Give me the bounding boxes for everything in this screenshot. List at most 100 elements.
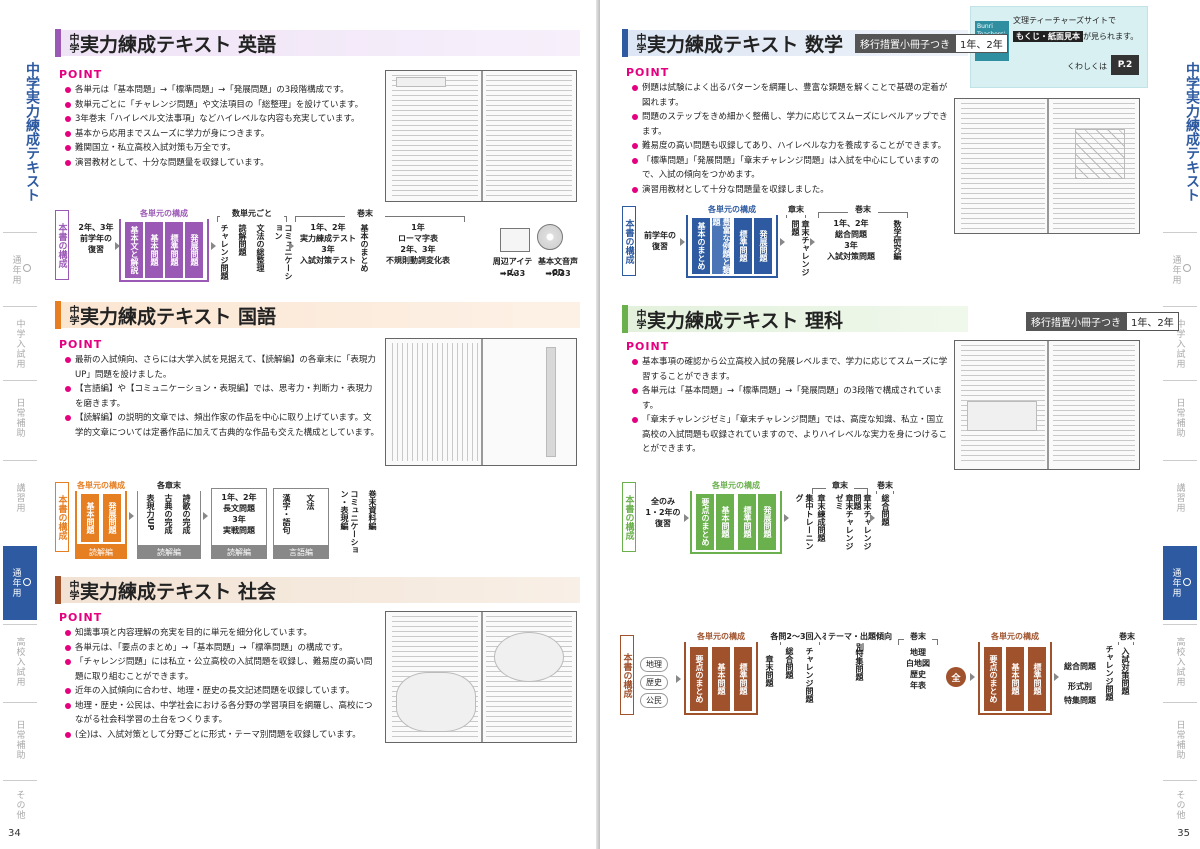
page-number: 35 [1177, 828, 1190, 839]
structure-flow: 本書の構成 2年、3年 前学年の 復習 各単元の構成 基本文と解説 基本問題 標… [55, 208, 578, 282]
section-header: 中学 実力練成テキスト 国語 [55, 300, 276, 330]
section-science: 中学 実力練成テキスト 理科 移行措置小冊子つき 1年、2年 POINT 基本事… [622, 304, 1179, 564]
sample-page-image [385, 70, 577, 202]
section-title: 実力練成テキスト 社会 [80, 580, 277, 603]
flow-label: 本書の構成 [55, 210, 69, 280]
point-item: 「標準問題」「発展問題」「章末チャレンジ問題」は入試を中心にしていますので、入試… [632, 154, 950, 183]
point-label: POINT [59, 611, 103, 624]
title-band [61, 577, 580, 603]
sample-page-image [385, 611, 577, 743]
tab-2[interactable]: 日常補助 [1163, 380, 1197, 454]
point-item: 基本から応用までスムーズに学力が身につきます。 [65, 127, 380, 142]
left-page: 中学実力練成テキスト 通年用 中学入試用 日常補助 講習用 通年用 高校入試用 … [0, 0, 600, 849]
point-item: 演習教材として、十分な問題量を収録しています。 [65, 156, 380, 171]
tab-3[interactable]: 講習用 [1163, 460, 1197, 534]
sample-page-image [954, 98, 1140, 234]
flow-label: 本書の構成 [620, 635, 634, 715]
section-social: 中学 実力練成テキスト 社会 POINT 知識事項と内容理解の充実を目的に単元を… [55, 575, 580, 835]
tab-0[interactable]: 通年用 [3, 232, 37, 306]
page-ref-badge: P.2 [1111, 55, 1139, 75]
right-page: 中学実力練成テキスト 通年用 中学入試用 日常補助 講習用 通年用 高校入試用 … [600, 0, 1200, 849]
section-header: 中学 実力練成テキスト 数学 移行措置小冊子つき 1年、2年 [622, 28, 1008, 58]
section-japanese: 中学 実力練成テキスト 国語 POINT 最新の入試傾向、さらには大学入試を見据… [55, 300, 580, 560]
section-header: 中学 実力練成テキスト 理科 [622, 304, 843, 334]
tab-5[interactable]: 高校入試用 [3, 624, 37, 698]
point-item: 基本事項の確認から公立高校入試の発展レベルまで、学力に応じてスムーズに学習するこ… [632, 355, 950, 384]
grade-badge: 1年、2年 [1126, 312, 1179, 331]
structure-flow: 本書の構成 全のみ 1・2年の 復習 各単元の構成 要点のまとめ 基本問題 標準… [622, 480, 952, 560]
point-list: 基本事項の確認から公立高校入試の発展レベルまで、学力に応じてスムーズに学習するこ… [632, 355, 950, 457]
title-band [61, 30, 580, 56]
point-item: 難関国立・私立高校入試対策も万全です。 [65, 141, 380, 156]
tab-6[interactable]: 日常補助 [3, 702, 37, 776]
tab-7[interactable]: その他 [3, 780, 37, 828]
sample-page-image [954, 340, 1140, 470]
page-number: 34 [8, 828, 21, 839]
point-item: 「章末チャレンジゼミ」「章末チャレンジ問題」では、高度な知識、私立・国立高校の入… [632, 413, 950, 457]
point-item: 例題は試験によく出るパターンを網羅し、豊富な類題を解くことで基礎の定着が図れます… [632, 81, 950, 110]
point-item: 【言語編】や【コミュニケーション・表現編】では、思考力・判断力・表現力を磨きます… [65, 382, 380, 411]
social-structure-flow: 本書の構成 地理 歴史 公民 各単元の構成 要点のまとめ 基本問題 標準問題 章… [620, 625, 1140, 725]
accent-bar [55, 576, 61, 604]
point-item: 演習用教材として十分な問題量を収録しました。 [632, 183, 950, 198]
side-title: 中学実力練成テキスト [24, 62, 40, 202]
tab-dot-icon [1182, 577, 1191, 586]
left-side-tabs: 中学実力練成テキスト 通年用 中学入試用 日常補助 講習用 通年用 高校入試用 … [0, 0, 40, 849]
tab-7[interactable]: その他 [1163, 780, 1197, 828]
flow-label: 本書の構成 [55, 482, 69, 552]
tab-1[interactable]: 中学入試用 [3, 306, 37, 380]
point-item: 各単元は「基本問題」→「標準問題」→「発展問題」の3段階で構成されています。 [632, 384, 950, 413]
badge: 移行措置小冊子つき [1026, 312, 1126, 331]
section-title: 実力練成テキスト 理科 [647, 309, 844, 332]
section-header: 中学 実力練成テキスト 社会 [55, 575, 276, 605]
section-title: 実力練成テキスト 英語 [80, 33, 277, 56]
grade-badge: 1年、2年 [955, 33, 1008, 53]
tab-0[interactable]: 通年用 [1163, 232, 1197, 306]
accent-bar [622, 29, 628, 57]
tab-4-active[interactable]: 通年用 [3, 546, 37, 620]
structure-flow: 本書の構成 前学年の 復習 各単元の構成 基本のまとめ 豊富な例題と類題 標準問… [622, 204, 952, 284]
accent-bar [55, 29, 61, 57]
tab-1[interactable]: 中学入試用 [1163, 306, 1197, 380]
structure-flow: 本書の構成 各単元の構成 基本問題 発展問題 読解編 各章末 表現力UP 古典の… [55, 480, 377, 559]
cd-icon [537, 224, 563, 250]
point-item: 各単元は「基本問題」→「標準問題」→「発展問題」の3段階構成です。 [65, 83, 380, 98]
tab-dot-icon [22, 264, 31, 272]
accent-bar [55, 301, 61, 329]
accent-bar [622, 305, 628, 333]
point-item: 知識事項と内容理解の充実を目的に単元を細分化しています。 [65, 626, 380, 641]
point-item: 【読解編】の説明的文章では、頻出作家の作品を中心に取り上げています。文学的文章に… [65, 411, 380, 440]
point-item: 最新の入試傾向、さらには大学入試を見据えて、【読解編】の各章末に「表現力UP」問… [65, 353, 380, 382]
zen-circle: 全 [946, 667, 966, 687]
point-label: POINT [626, 340, 670, 353]
tab-5[interactable]: 高校入試用 [1163, 624, 1197, 698]
tab-dot-icon [22, 577, 31, 586]
item-booklet-icon [500, 228, 530, 252]
tab-6[interactable]: 日常補助 [1163, 702, 1197, 776]
tab-4-active[interactable]: 通年用 [1163, 546, 1197, 620]
point-item: 「チャレンジ問題」には私立・公立高校の入試問題を収録し、難易度の高い問題に取り組… [65, 655, 380, 684]
section-title: 実力練成テキスト 数学 [647, 33, 844, 56]
point-label: POINT [59, 68, 103, 81]
right-side-tabs: 中学実力練成テキスト 通年用 中学入試用 日常補助 講習用 通年用 高校入試用 … [1160, 0, 1200, 849]
point-list: 例題は試験によく出るパターンを網羅し、豊富な類題を解くことで基礎の定着が図れます… [632, 81, 950, 197]
tab-3[interactable]: 講習用 [3, 460, 37, 534]
point-item: (全)は、入試対策として分野ごとに形式・テーマ別問題を収録しています。 [65, 728, 380, 743]
point-list: 最新の入試傾向、さらには大学入試を見据えて、【読解編】の各章末に「表現力UP」問… [65, 353, 380, 440]
point-label: POINT [59, 338, 103, 351]
point-item: 近年の入試傾向に合わせ、地理・歴史の長文記述問題を収録しています。 [65, 684, 380, 699]
point-item: 3年巻末「ハイレベル文法事項」などハイレベルな内容も充実しています。 [65, 112, 380, 127]
social-structure-flow-left [55, 635, 600, 725]
point-label: POINT [626, 66, 670, 79]
tab-2[interactable]: 日常補助 [3, 380, 37, 454]
flow-label: 本書の構成 [622, 482, 636, 552]
section-title: 実力練成テキスト 国語 [80, 305, 277, 328]
tab-dot-icon [1182, 264, 1191, 272]
side-title: 中学実力練成テキスト [1184, 62, 1200, 202]
point-item: 地理・歴史・公民は、中学社会における各分野の学習項目を網羅し、高校につながる社会… [65, 699, 380, 728]
title-band [61, 302, 580, 328]
point-item: 各単元は、「要点のまとめ」→「基本問題」→「標準問題」の構成です。 [65, 641, 380, 656]
badge: 移行措置小冊子つき [855, 33, 956, 53]
section-english: 中学 実力練成テキスト 英語 POINT 各単元は「基本問題」→「標準問題」→「… [55, 28, 580, 282]
